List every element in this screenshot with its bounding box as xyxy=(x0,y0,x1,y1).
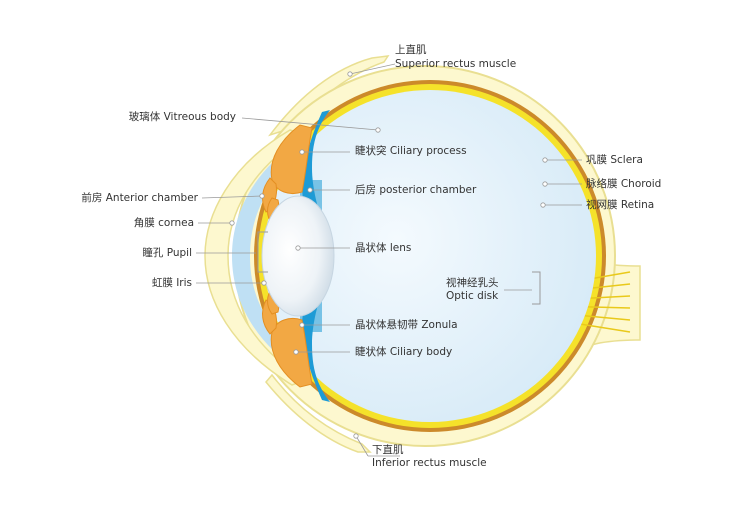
inferior-rectus-en-label: Inferior rectus muscle xyxy=(372,457,487,469)
optic-disk-cn-label: 视神经乳头 xyxy=(446,277,499,289)
retina-label: 视网膜 Retina xyxy=(586,199,655,211)
ciliary-process-label: 睫状突 Ciliary process xyxy=(355,145,467,157)
superior-rectus-en-label: Superior rectus muscle xyxy=(395,58,517,70)
leader-lines xyxy=(196,63,582,457)
pupil-bracket xyxy=(257,231,268,273)
optic-disk-bracket xyxy=(532,271,541,305)
vitreous-body-label: 玻璃体 Vitreous body xyxy=(128,111,236,123)
zonula-label: 晶状体悬韧带 Zonula xyxy=(355,319,458,331)
ciliary-body-label: 睫状体 Ciliary body xyxy=(355,346,453,358)
sclera-label: 巩膜 Sclera xyxy=(586,154,643,166)
inferior-rectus-cn-label: 下直肌 xyxy=(372,444,404,456)
lens xyxy=(261,195,335,317)
ciliary-body xyxy=(270,318,313,388)
cornea-label: 角膜 cornea xyxy=(133,217,194,229)
ciliary-process xyxy=(270,124,313,194)
inferior-rectus-muscle xyxy=(265,373,372,453)
vitreous-body xyxy=(264,90,596,422)
anterior-chamber-label: 前房 Anterior chamber xyxy=(81,192,198,204)
anterior-chamber xyxy=(232,140,300,372)
iris-label: 虹膜 Iris xyxy=(151,277,192,289)
choroid-label: 脉络膜 Choroid xyxy=(586,178,662,190)
leader-dots xyxy=(229,71,548,439)
posterior-chamber-label: 后房 posterior chamber xyxy=(355,184,477,196)
superior-rectus-cn-label: 上直肌 xyxy=(395,44,427,56)
lens-label: 晶状体 lens xyxy=(355,242,412,254)
optic-disk-en-label: Optic disk xyxy=(446,290,499,302)
pupil-label: 瞳孔 Pupil xyxy=(142,247,192,259)
